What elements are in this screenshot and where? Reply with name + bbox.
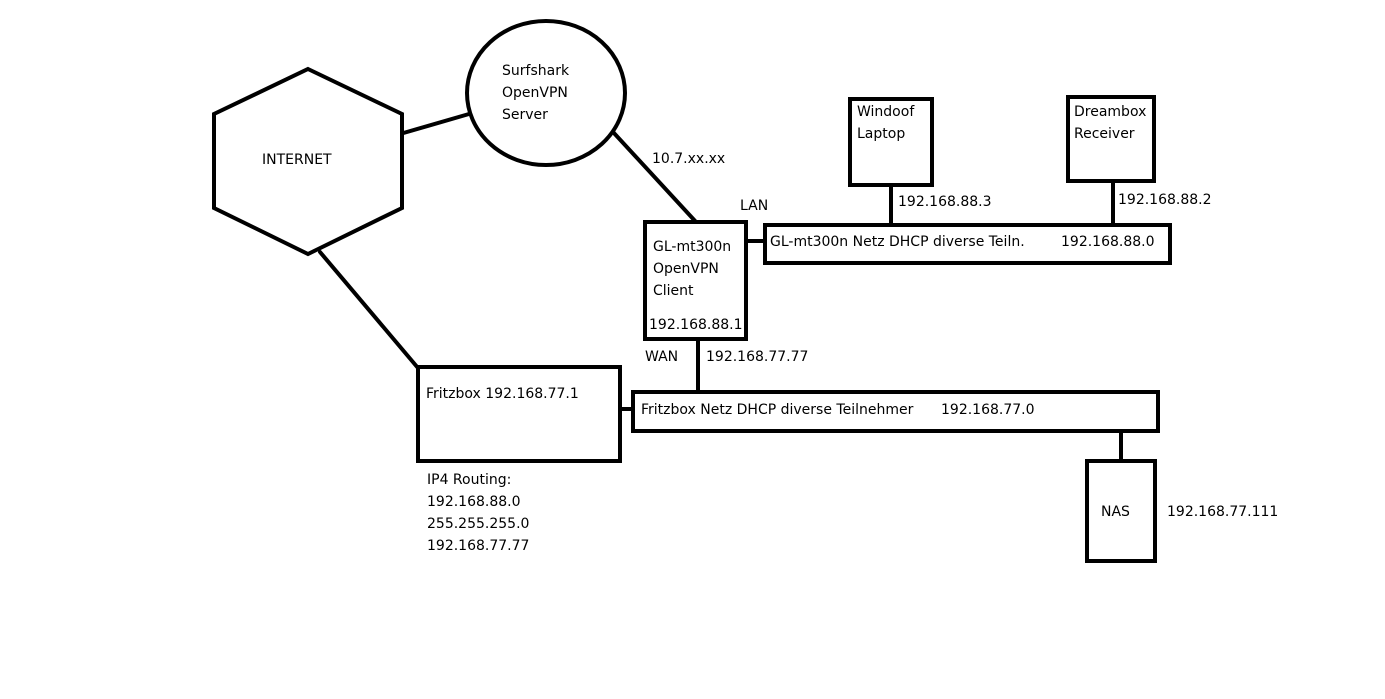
routing-gateway: 192.168.77.77 xyxy=(427,538,530,554)
dreambox-line-1: Dreambox xyxy=(1074,104,1147,120)
dreambox-label: Dreambox Receiver xyxy=(1074,101,1146,145)
vpn-server-circle xyxy=(465,19,627,167)
dreambox-line-2: Receiver xyxy=(1074,126,1135,142)
gl-network-label: GL-mt300n Netz DHCP diverse Teiln. xyxy=(770,234,1025,250)
nas-ip-label: 192.168.77.111 xyxy=(1167,504,1279,520)
nas-box xyxy=(1085,459,1157,563)
vpn-server-line-3: Server xyxy=(502,107,548,123)
dreambox-box xyxy=(1066,95,1156,183)
windoof-box xyxy=(848,97,934,187)
fritz-network-label: Fritzbox Netz DHCP diverse Teilnehmer xyxy=(641,402,914,418)
routing-netmask: 255.255.255.0 xyxy=(427,516,530,532)
internet-label: INTERNET xyxy=(262,152,332,168)
internet-fritzbox-link xyxy=(318,250,420,370)
fritzbox-box xyxy=(416,365,622,463)
glmt300n-line-2: OpenVPN xyxy=(653,261,719,277)
fritz-network-ip-label: 192.168.77.0 xyxy=(941,402,1035,418)
wan-label: WAN xyxy=(645,349,679,365)
fritzbox-label: Fritzbox 192.168.77.1 xyxy=(426,386,579,402)
gl-network-bar xyxy=(763,223,1172,265)
routing-block: IP4 Routing: 192.168.88.0 255.255.255.0 … xyxy=(427,469,529,557)
vpn-server-line-1: Surfshark xyxy=(502,63,570,79)
nas-label: NAS xyxy=(1101,504,1130,520)
gl-network-ip-label: 192.168.88.0 xyxy=(1061,234,1155,250)
glmt300n-line-1: GL-mt300n xyxy=(653,239,732,255)
glmt300n-ip-label: 192.168.88.1 xyxy=(649,317,743,333)
internet-hexagon xyxy=(212,66,404,257)
vpn-gl-tunnel-link xyxy=(611,130,698,224)
internet-vpn-link xyxy=(398,112,471,136)
glmt300n-label: GL-mt300n OpenVPN Client xyxy=(653,236,731,302)
dreambox-ip-label: 192.168.88.2 xyxy=(1118,192,1212,208)
fritz-network-bar xyxy=(631,390,1160,433)
glmt300n-box xyxy=(643,220,748,341)
windoof-line-2: Laptop xyxy=(857,126,906,142)
vpn-server-line-2: OpenVPN xyxy=(502,85,568,101)
vpn-server-label: Surfshark OpenVPN Server xyxy=(502,60,569,126)
wan-ip-label: 192.168.77.77 xyxy=(706,349,809,365)
routing-title: IP4 Routing: xyxy=(427,472,512,488)
windoof-label: Windoof Laptop xyxy=(857,101,914,145)
glmt300n-line-3: Client xyxy=(653,283,694,299)
windoof-ip-label: 192.168.88.3 xyxy=(898,194,992,210)
routing-network: 192.168.88.0 xyxy=(427,494,521,510)
tunnel-ip-label: 10.7.xx.xx xyxy=(652,151,726,167)
windoof-line-1: Windoof xyxy=(857,104,915,120)
lan-label: LAN xyxy=(740,198,769,214)
